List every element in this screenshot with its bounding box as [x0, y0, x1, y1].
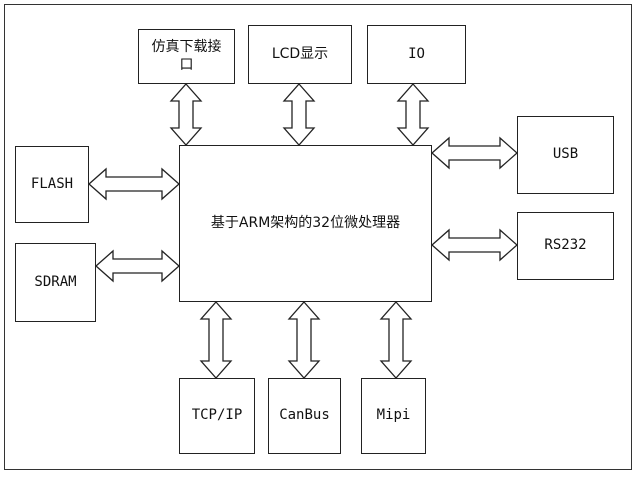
rs232-box: RS232: [517, 212, 614, 280]
tcpip-box: TCP/IP: [179, 378, 255, 454]
arrow-io-cpu: [396, 83, 430, 146]
io-label: IO: [408, 45, 425, 62]
emulator-download-label: 仿真下载接口: [151, 39, 222, 73]
arrow-cpu-rs232: [431, 228, 518, 262]
sdram-box: SDRAM: [15, 243, 96, 322]
arrow-sdram-cpu: [95, 249, 180, 283]
cpu-box: 基于ARM架构的32位微处理器: [179, 145, 432, 302]
arrow-flash-cpu: [88, 167, 180, 201]
flash-label: FLASH: [30, 175, 74, 192]
canbus-box: CanBus: [268, 378, 341, 454]
usb-label: USB: [552, 146, 579, 163]
lcd-box: LCD显示: [248, 25, 352, 84]
arrow-lcd-cpu: [282, 83, 316, 146]
cpu-label: 基于ARM架构的32位微处理器: [210, 214, 401, 231]
rs232-label: RS232: [544, 237, 587, 254]
io-box: IO: [367, 25, 466, 84]
diagram-frame: [4, 4, 632, 470]
usb-box: USB: [517, 116, 614, 194]
arrow-cpu-usb: [431, 136, 518, 170]
lcd-label: LCD显示: [271, 45, 329, 62]
arrow-cpu-canbus: [287, 301, 321, 379]
arrow-emulator-cpu: [169, 83, 203, 146]
arrow-cpu-mipi: [379, 301, 413, 379]
flash-box: FLASH: [15, 146, 89, 223]
emulator-download-box: 仿真下载接口: [138, 29, 235, 84]
mipi-label: Mipi: [376, 407, 411, 424]
sdram-label: SDRAM: [34, 273, 77, 290]
canbus-label: CanBus: [279, 407, 330, 424]
arrow-cpu-tcpip: [199, 301, 233, 379]
tcpip-label: TCP/IP: [191, 407, 243, 424]
mipi-box: Mipi: [361, 378, 426, 454]
